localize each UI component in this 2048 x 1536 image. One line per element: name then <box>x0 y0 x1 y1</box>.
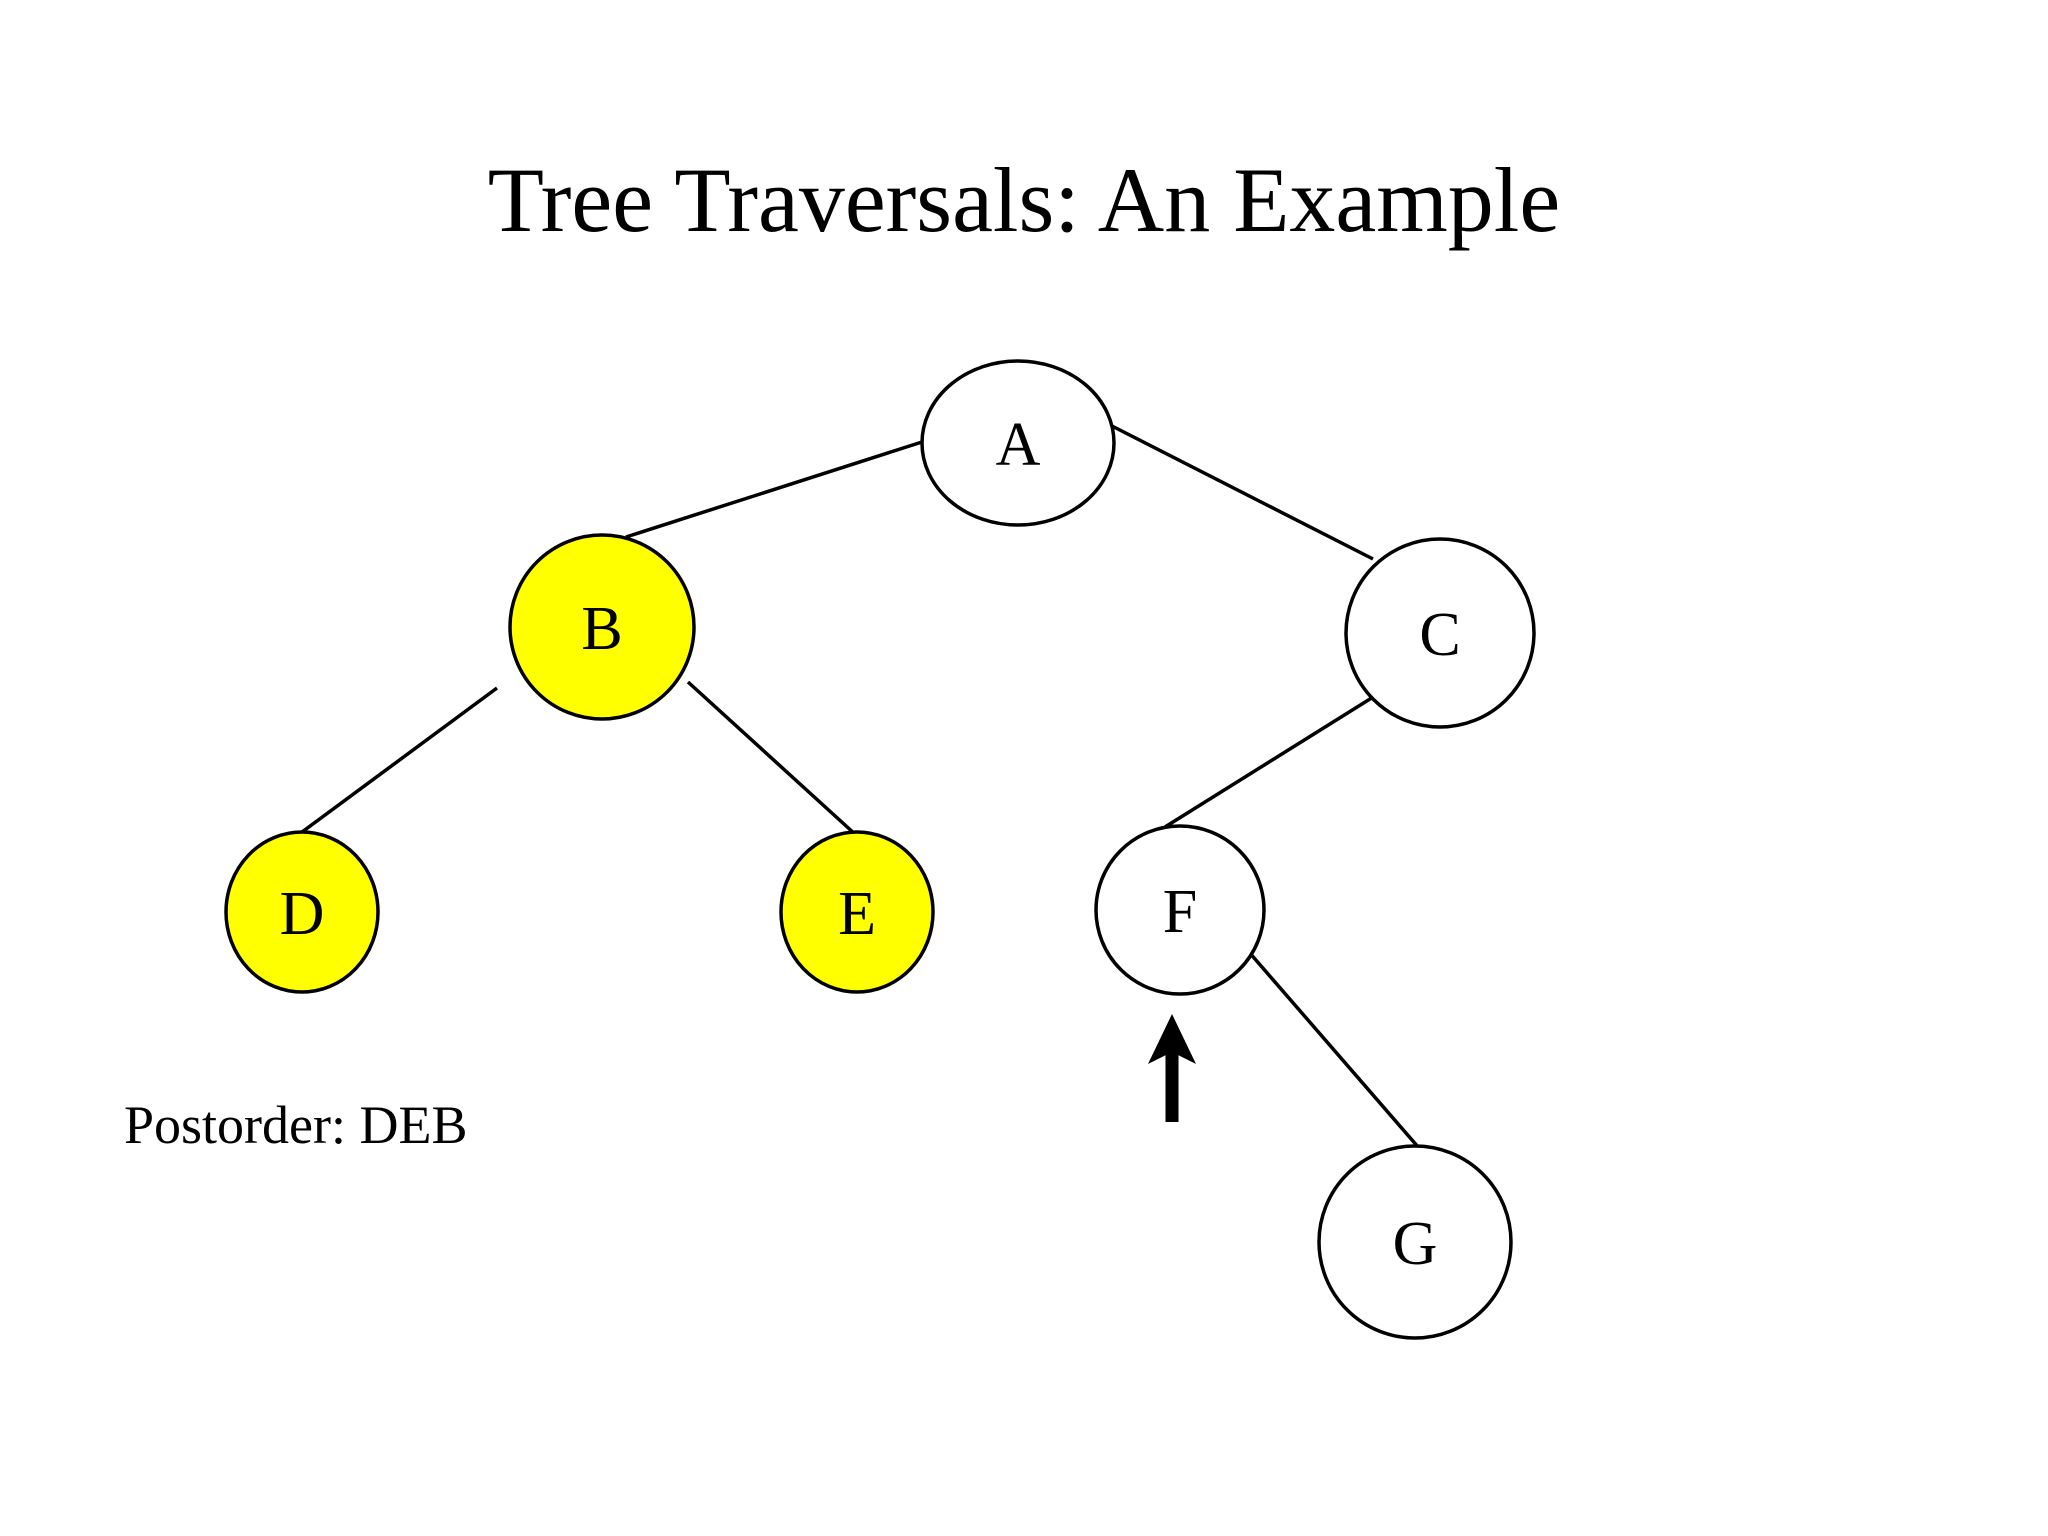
current-node-arrow-icon <box>1148 1014 1196 1122</box>
node-label-d: D <box>280 880 325 948</box>
edge-a-b <box>625 440 923 539</box>
edge-c-f <box>1164 692 1379 829</box>
node-label-a: A <box>996 411 1041 479</box>
node-circle-e[interactable] <box>779 830 935 994</box>
tree-node-e[interactable]: E <box>779 830 935 994</box>
edge-a-c <box>1109 423 1374 561</box>
edge-b-d <box>296 686 499 837</box>
tree-node-a[interactable]: A <box>920 359 1116 527</box>
node-circle-d[interactable] <box>224 830 380 994</box>
arrow-head <box>1148 1014 1196 1064</box>
page-title: Tree Traversals: An Example <box>487 149 1561 251</box>
node-label-b: B <box>581 595 622 663</box>
tree-edges <box>296 423 1421 1150</box>
tree-node-d[interactable]: D <box>224 830 380 994</box>
tree-node-b[interactable]: B <box>508 533 696 721</box>
tree-node-c[interactable]: C <box>1344 537 1536 729</box>
node-circle-f[interactable] <box>1094 824 1266 996</box>
tree-node-f[interactable]: F <box>1094 824 1266 996</box>
tree-node-g[interactable]: G <box>1317 1144 1513 1340</box>
node-label-f: F <box>1163 878 1197 946</box>
node-label-e: E <box>838 880 876 948</box>
postorder-caption: Postorder: DEB <box>124 1095 468 1155</box>
node-circle-a[interactable] <box>920 359 1116 527</box>
node-circle-b[interactable] <box>508 533 696 721</box>
node-circle-g[interactable] <box>1317 1144 1513 1340</box>
node-label-g: G <box>1393 1210 1438 1278</box>
node-circle-c[interactable] <box>1344 537 1536 729</box>
node-label-c: C <box>1419 601 1460 669</box>
edge-b-e <box>686 680 858 837</box>
edge-f-g <box>1240 942 1421 1150</box>
